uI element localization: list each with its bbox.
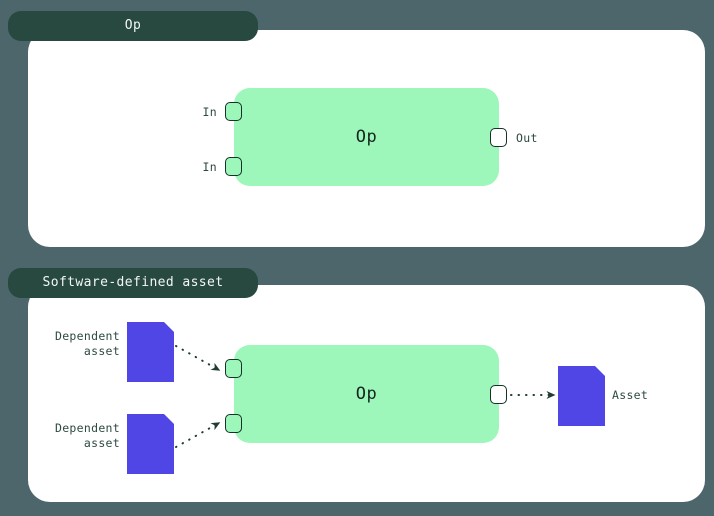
op-top-input-port-1[interactable] xyxy=(225,102,242,121)
op-top-input-label-2: In xyxy=(202,160,217,174)
dependent-asset-label-1-line1: Dependent xyxy=(54,329,120,343)
op-node-bottom-label: Op xyxy=(355,384,378,404)
dependent-asset-label-1: Dependent asset xyxy=(20,329,120,359)
dependent-asset-label-2-line1: Dependent xyxy=(54,421,120,435)
op-top-input-label-1: In xyxy=(202,105,217,119)
op-top-output-port-1[interactable] xyxy=(490,128,507,147)
document-icon[interactable] xyxy=(558,366,605,426)
op-node-top[interactable]: Op xyxy=(234,88,499,186)
dependent-asset-label-1-line2: asset xyxy=(83,344,120,358)
panel-tab-software-defined-asset[interactable]: Software-defined asset xyxy=(8,268,258,298)
document-icon[interactable] xyxy=(127,322,174,382)
asset-op-output-port-1[interactable] xyxy=(490,385,507,404)
asset-op-input-port-1[interactable] xyxy=(225,359,242,378)
dependent-asset-label-2-line2: asset xyxy=(83,436,120,450)
asset-op-input-port-2[interactable] xyxy=(225,414,242,433)
dependent-asset-label-2: Dependent asset xyxy=(20,421,120,451)
output-asset-label: Asset xyxy=(612,388,649,402)
op-node-bottom[interactable]: Op xyxy=(234,345,499,443)
op-top-output-label-1: Out xyxy=(516,131,538,145)
document-icon[interactable] xyxy=(127,414,174,474)
op-node-top-label: Op xyxy=(355,127,378,147)
op-top-input-port-2[interactable] xyxy=(225,157,242,176)
panel-tab-op[interactable]: Op xyxy=(8,11,258,41)
